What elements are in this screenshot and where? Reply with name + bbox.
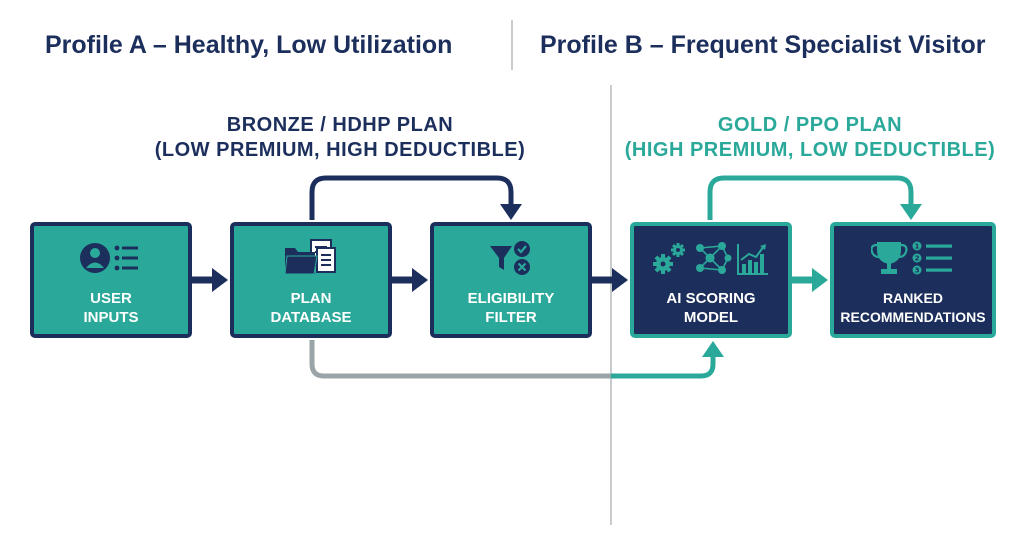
gold-plan-name: GOLD / PPO PLAN [717,114,903,136]
svg-text:2: 2 [915,255,920,263]
filter-check-icon [434,238,588,278]
bronze-plan-name: BRONZE / HDHP PLAN [226,114,454,136]
trophy-ranked-list-icon: 1 2 3 [834,238,992,278]
node-plan-database-label: PLAN DATABASE [270,290,352,326]
user-profile-icon [34,238,188,278]
gold-plan-label: GOLD / PPO PLAN (HIGH PREMIUM, LOW DEDUC… [600,113,1020,163]
svg-text:3: 3 [915,267,920,275]
node-user-inputs: USER INPUTS [30,222,192,338]
node-ranked-recommendations-label: RANKED RECOMMENDATIONS [840,290,986,325]
arrow-eligibility-to-ai [592,268,628,292]
gears-network-chart-icon [634,238,788,278]
node-ranked-recommendations: 1 2 3 RANKED RECOMMENDATIONS [830,222,996,338]
node-eligibility-filter: ELIGIBILITY FILTER [430,222,592,338]
bronze-plan-detail: (LOW PREMIUM, HIGH DEDUCTIBLE) [154,139,526,161]
arrow-bronze-loop [309,175,522,220]
node-eligibility-filter-label: ELIGIBILITY FILTER [467,290,555,326]
node-plan-database: PLAN DATABASE [230,222,392,338]
gold-plan-detail: (HIGH PREMIUM, LOW DEDUCTIBLE) [624,139,996,161]
arrow-user-to-plandb [192,268,228,292]
svg-text:1: 1 [915,243,920,251]
node-user-inputs-label: USER INPUTS [83,290,139,326]
bronze-plan-label: BRONZE / HDHP PLAN (LOW PREMIUM, HIGH DE… [130,113,550,163]
node-ai-scoring-model-label: AI SCORING MODEL [666,290,756,326]
folder-documents-icon [234,238,388,278]
arrow-bypass-loop [309,340,724,379]
node-ai-scoring-model: AI SCORING MODEL [630,222,792,338]
arrow-gold-loop [707,175,922,220]
profile-b-title: Profile B – Frequent Specialist Visitor [540,31,986,59]
arrow-plandb-to-eligibility [392,268,428,292]
profile-a-title: Profile A – Healthy, Low Utilization [45,31,453,59]
arrow-ai-to-ranked [792,268,828,292]
